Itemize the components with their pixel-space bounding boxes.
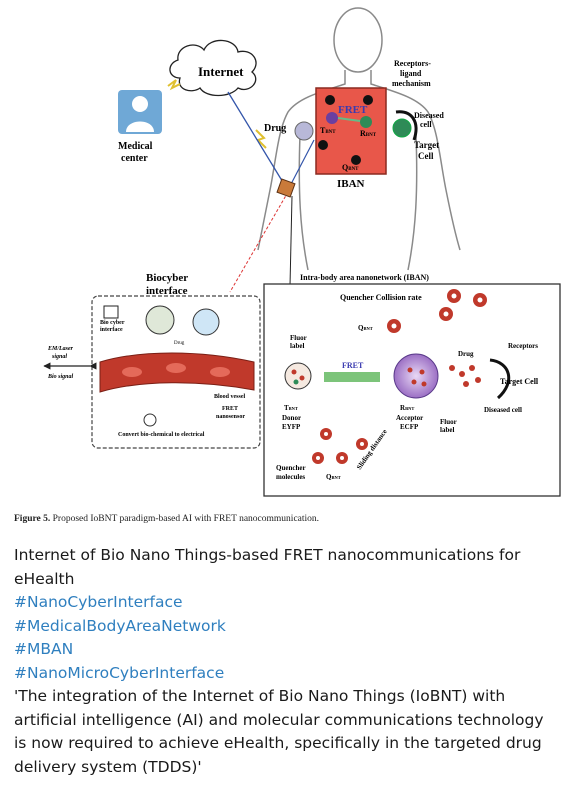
fret-arrow-label: FRET bbox=[342, 361, 364, 370]
drug-zoom-icon bbox=[192, 308, 220, 336]
target-cell-icon bbox=[392, 118, 412, 138]
quencher-molecule bbox=[336, 452, 348, 464]
post-title-line-1: Internet of Bio Nano Things-based FRET n… bbox=[14, 546, 521, 564]
post-quote-line-3: is now required to achieve eHealth, spec… bbox=[14, 734, 542, 752]
diseased-cell-right-label: Diseased cell bbox=[484, 406, 522, 414]
internet-label: Internet bbox=[198, 64, 244, 79]
post-quote-line-4: delivery system (TDDS)' bbox=[14, 757, 202, 776]
bnt-dot bbox=[325, 95, 335, 105]
post-quote-line-1: 'The integration of the Internet of Bio … bbox=[14, 687, 506, 705]
tbnt-label: TBNT bbox=[320, 126, 336, 135]
quencher-molecule bbox=[387, 319, 401, 333]
iban-full-label: Intra-body area nanonetwork (IBAN) bbox=[300, 273, 429, 282]
qbnt-top-label: QBNT bbox=[358, 324, 373, 332]
iban-label: IBAN bbox=[337, 178, 365, 190]
wireless-bolt-icon bbox=[255, 129, 267, 149]
drug-right-label: Drug bbox=[458, 350, 474, 358]
post-title-line-2: eHealth bbox=[14, 569, 75, 588]
fret-nanosensor-label-2: nanosensor bbox=[216, 414, 245, 420]
quencher-molecules-label-1: Quencher bbox=[276, 464, 306, 472]
medical-center-icon bbox=[118, 90, 162, 134]
acceptor-molecule bbox=[393, 353, 439, 399]
hashtag-link[interactable]: #MBAN bbox=[14, 640, 74, 658]
human-body-outline bbox=[257, 7, 461, 271]
fluor-label2-2: label bbox=[440, 426, 454, 434]
bio-cyber-interface-label-2: interface bbox=[100, 327, 123, 333]
fluor-label-2: label bbox=[290, 342, 304, 350]
target-cell-label-1: Target bbox=[414, 140, 439, 150]
biocyber-label-1: Biocyber bbox=[146, 272, 188, 284]
internet-cloud-icon bbox=[169, 39, 257, 97]
diseased-cell-label-2: cell bbox=[420, 120, 432, 129]
quencher-molecule bbox=[312, 452, 324, 464]
quencher-molecule bbox=[439, 307, 453, 321]
wireless-bolt-icon bbox=[167, 79, 181, 91]
quencher-molecule bbox=[473, 293, 487, 307]
quencher-molecule bbox=[447, 289, 461, 303]
fluor-label2-1: Fluor bbox=[440, 418, 457, 426]
nanomachine-cylinder bbox=[145, 305, 175, 335]
quencher-molecule bbox=[356, 438, 368, 450]
bio-cyber-interface-label-1: Bio cyber bbox=[100, 320, 125, 326]
chip-icon bbox=[103, 305, 119, 319]
bio-signal-label: Bio signal bbox=[47, 374, 74, 380]
quencher-molecule bbox=[320, 428, 332, 440]
medical-center-label-1: Medical bbox=[118, 141, 153, 152]
gateway-red-link bbox=[229, 191, 289, 293]
bnt-dot bbox=[363, 95, 373, 105]
acceptor-label-1: RBNT bbox=[400, 404, 414, 412]
hashtag-link[interactable]: #NanoMicroCyberInterface bbox=[14, 663, 225, 682]
receptor-arc bbox=[395, 110, 418, 141]
rbnt-label: RBNT bbox=[360, 129, 377, 138]
rbnt-dot bbox=[360, 116, 372, 128]
receptors-label: Receptors bbox=[508, 342, 538, 350]
hashtag-link[interactable]: #MedicalBodyAreaNetwork bbox=[14, 616, 226, 635]
biocyber-gateway-icon bbox=[276, 178, 296, 198]
caption-text: Proposed IoBNT paradigm-based AI with FR… bbox=[50, 514, 320, 524]
target-cell-label-2: Cell bbox=[418, 151, 434, 161]
em-laser-label-1: EM/Laser bbox=[47, 346, 74, 352]
donor-label-2: Donor bbox=[282, 414, 301, 422]
figure-caption: Figure 5. Proposed IoBNT paradigm-based … bbox=[14, 514, 319, 524]
qbnt-bottom-label: QBNT bbox=[326, 473, 341, 481]
hashtag-link[interactable]: #NanoCyberInterface bbox=[14, 593, 183, 611]
quencher-molecules-label-2: molecules bbox=[276, 473, 305, 481]
receptors-ligand-label-2: ligand bbox=[400, 69, 422, 78]
medical-center-label-2: center bbox=[121, 153, 148, 164]
internet-gateway-link bbox=[227, 91, 285, 185]
post-text: Internet of Bio Nano Things-based FRET n… bbox=[14, 544, 566, 779]
gateway-black-link bbox=[289, 195, 293, 287]
bnt-dot bbox=[351, 155, 361, 165]
tbnt-dot bbox=[326, 112, 338, 124]
post-quote-line-2: artificial intelligence (AI) and molecul… bbox=[14, 710, 544, 729]
drug-label: Drug bbox=[264, 123, 286, 134]
fluor-label-1: Fluor bbox=[290, 334, 307, 342]
fret-transfer-bar bbox=[324, 372, 380, 382]
receptors-ligand-label-1: Receptors- bbox=[394, 59, 431, 68]
iobnt-figure: FRET TBNT RBNT QBNT IBAN Internet Medica… bbox=[43, 7, 561, 497]
donor-label-1: TBNT bbox=[284, 404, 298, 412]
acceptor-label-2: Acceptor bbox=[396, 414, 423, 422]
receptors-ligand-label-3: mechanism bbox=[392, 79, 431, 88]
gateway-body-link bbox=[289, 139, 315, 187]
fret-nanosensor-label-1: FRET bbox=[222, 406, 238, 412]
bnt-dot bbox=[318, 140, 328, 150]
drug-capsule-icon bbox=[294, 121, 314, 141]
target-cell-receptor-arc bbox=[489, 358, 511, 400]
target-cell-right-label: Target Cell bbox=[500, 377, 539, 386]
caption-label: Figure 5. bbox=[14, 514, 51, 524]
acceptor-label-3: ECFP bbox=[400, 423, 419, 431]
blood-vessel-label: Blood vessel bbox=[214, 394, 246, 400]
sensor-circle-icon bbox=[143, 413, 157, 427]
quencher-rate-label: Quencher Collision rate bbox=[340, 293, 422, 302]
fret-label: FRET bbox=[338, 104, 368, 116]
qbnt-label: QBNT bbox=[342, 163, 359, 172]
em-laser-label-2: signal bbox=[51, 354, 67, 360]
drug-small-label: Drug bbox=[174, 341, 185, 346]
donor-molecule bbox=[284, 362, 312, 390]
donor-label-3: EYFP bbox=[282, 423, 301, 431]
biocyber-label-2: interface bbox=[146, 285, 188, 297]
diseased-cell-label-1: Diseased bbox=[414, 111, 444, 120]
convert-label: Convert bio-chemical to electrical bbox=[118, 432, 205, 438]
